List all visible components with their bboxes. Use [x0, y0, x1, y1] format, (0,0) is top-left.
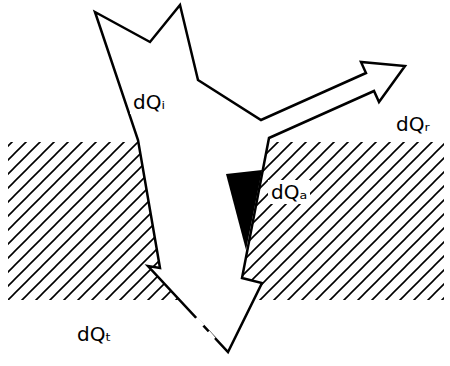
energy-arrows [95, 5, 405, 352]
reflected-label: dQᵣ [393, 112, 433, 136]
dash-gap [196, 318, 214, 339]
transmitted-label: dQₜ [74, 322, 114, 346]
incident-label: dQᵢ [130, 90, 168, 114]
absorbed-wedge [226, 170, 262, 250]
absorbed-label: dQₐ [268, 180, 310, 204]
